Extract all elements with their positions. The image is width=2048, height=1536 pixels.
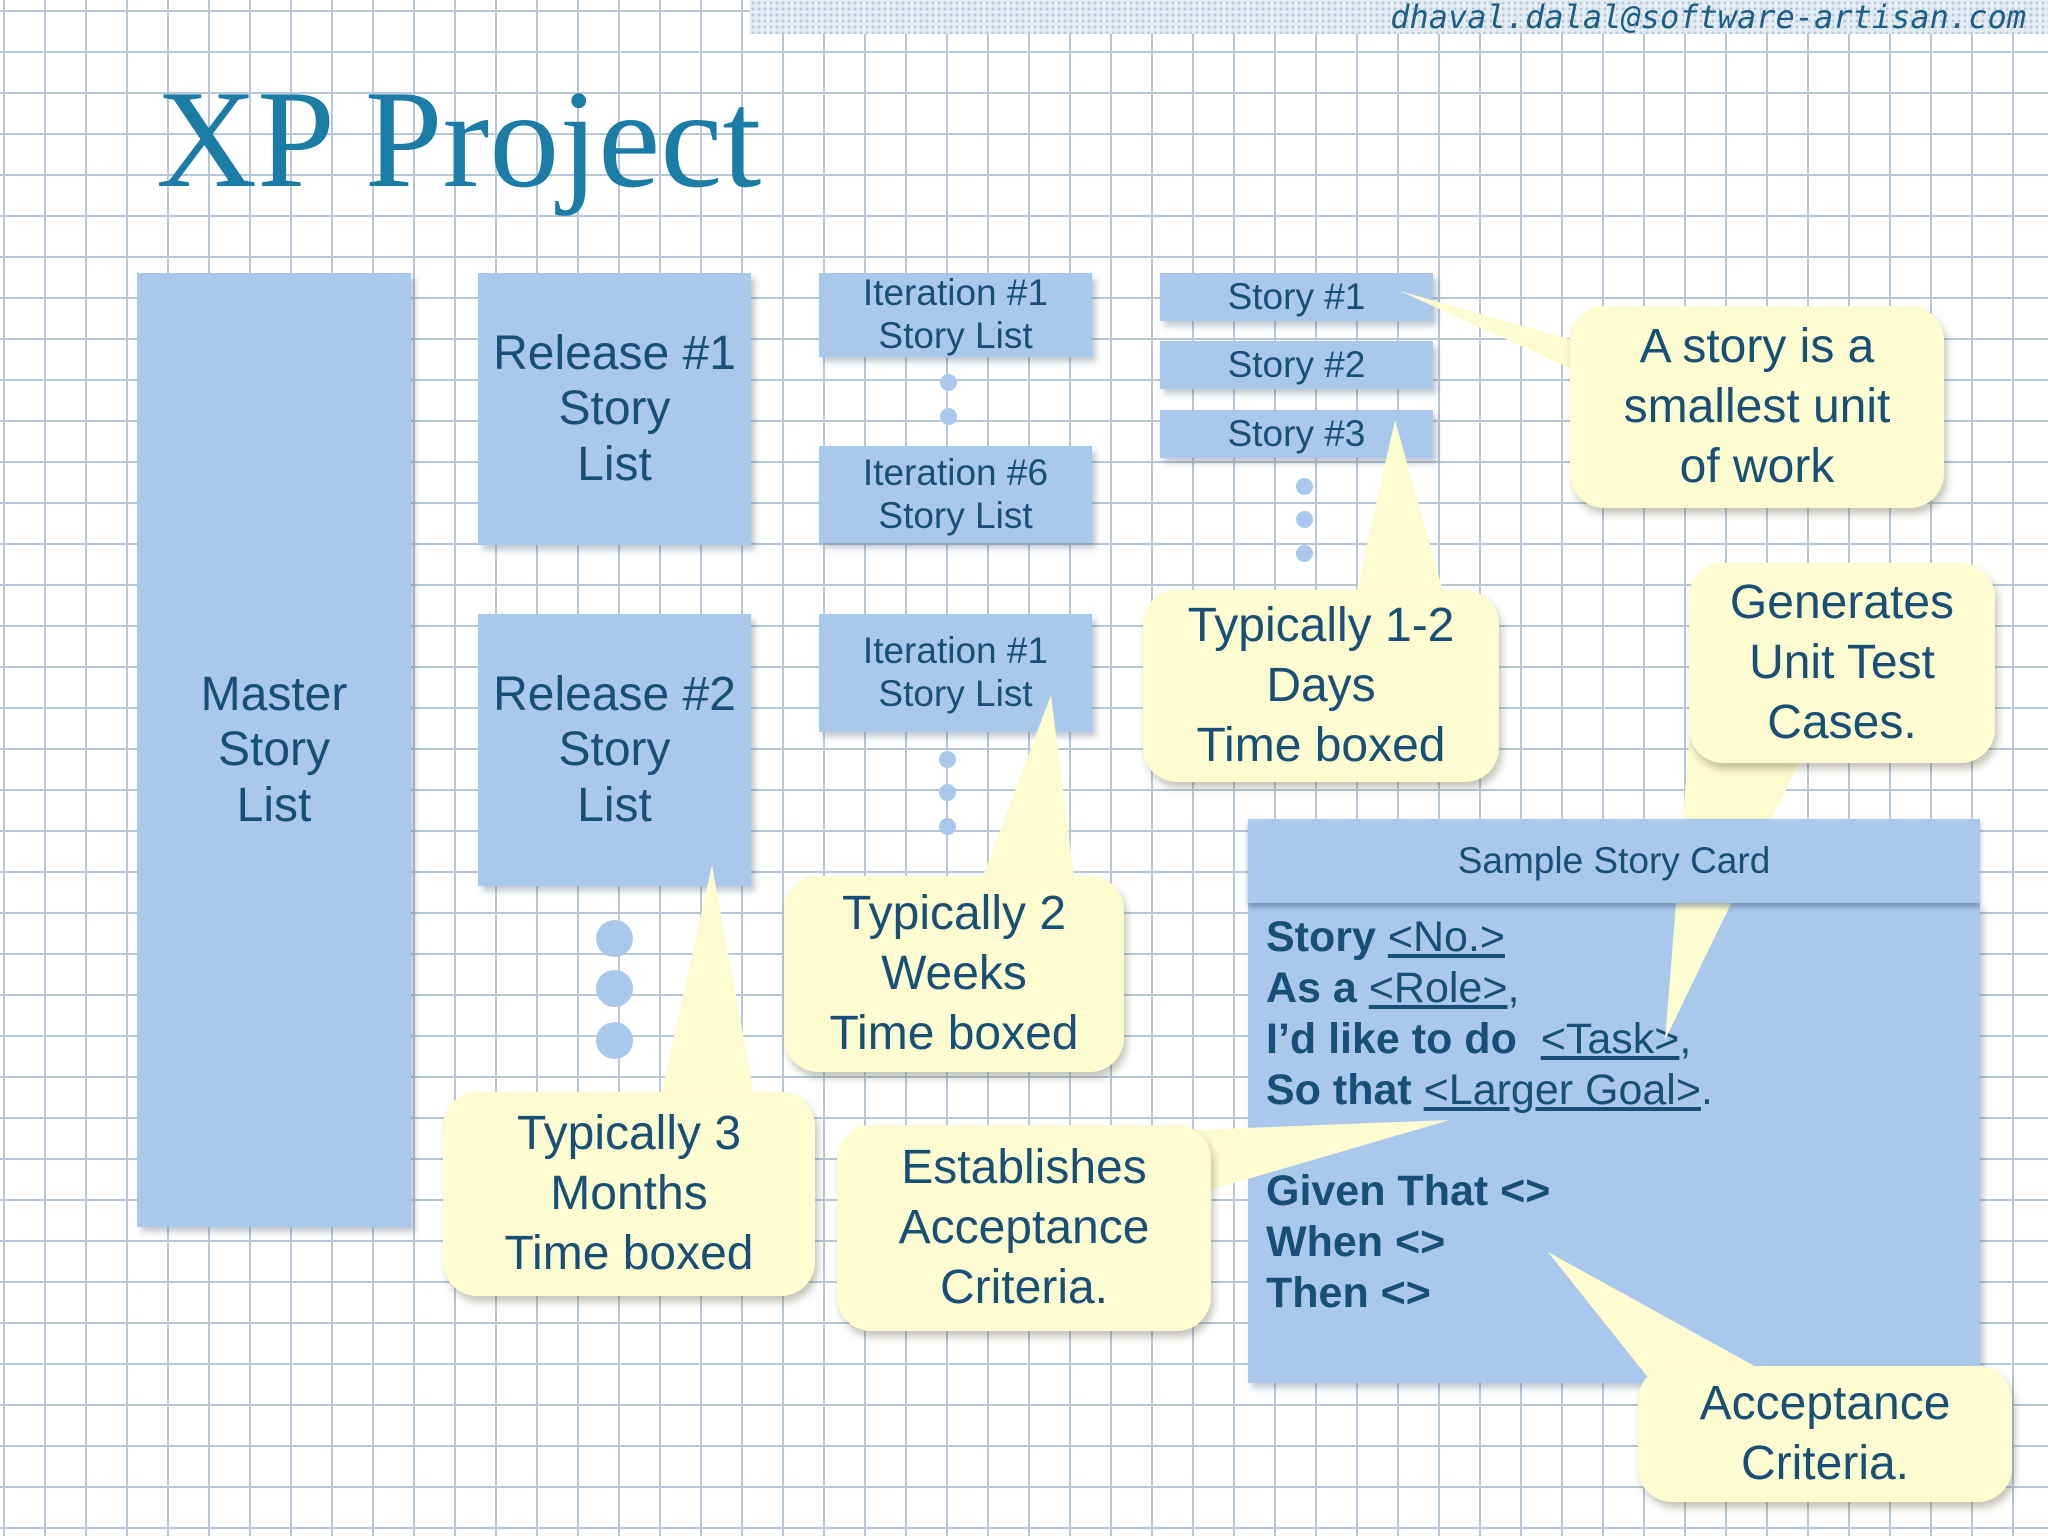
story-3: Story #3	[1160, 410, 1433, 458]
callout-months: Typically 3 Months Time boxed	[443, 1092, 815, 1296]
card-as-a-keyword: As a	[1266, 964, 1357, 1012]
callout-weeks-line-3: Time boxed	[829, 1007, 1079, 1060]
card-when-keyword: When	[1266, 1218, 1384, 1266]
callout-unit-tests-line-2: Unit Test	[1749, 636, 1935, 689]
tail-months	[660, 865, 755, 1100]
release-2-story-list: Release #2 Story List	[478, 614, 751, 886]
card-story-no: <No.>	[1387, 913, 1506, 961]
card-then-keyword: Then	[1266, 1269, 1369, 1317]
callout-months-line-1: Typically 3	[516, 1107, 742, 1160]
iteration-6-line-1: Iteration #6	[862, 451, 1049, 493]
release-1-line-1: Release #1	[493, 327, 736, 381]
card-story-keyword: Story	[1266, 913, 1376, 961]
release-1-line-2: Story	[558, 382, 671, 436]
author-email: dhaval.dalal@software-artisan.com	[1390, 0, 2026, 36]
card-then-line: Then <>	[1266, 1269, 1431, 1318]
release-dot-3	[596, 1022, 633, 1059]
card-role-line: As a <Role>,	[1266, 964, 1519, 1013]
release-dot-1	[596, 920, 633, 957]
story-dot-1	[1296, 478, 1313, 495]
callout-smallest-unit-line-2: smallest unit	[1623, 380, 1891, 433]
callout-months-line-2: Months	[550, 1167, 708, 1220]
release-1-story-list: Release #1 Story List	[478, 273, 751, 545]
callout-acceptance-line-1: Acceptance	[1699, 1377, 1951, 1430]
callout-unit-tests-line-1: Generates	[1729, 576, 1955, 629]
callout-days: Typically 1-2 Days Time boxed	[1143, 590, 1499, 782]
master-line-2: Story	[217, 723, 331, 777]
callout-establishes-line-1: Establishes	[901, 1141, 1147, 1194]
callout-acceptance: Acceptance Criteria.	[1638, 1366, 2012, 1502]
slide-title: XP Project	[156, 62, 762, 217]
iteration-1-story-list: Iteration #1 Story List	[819, 272, 1092, 357]
story-1: Story #1	[1160, 273, 1433, 321]
release-2-line-3: List	[577, 778, 652, 832]
callout-days-line-3: Time boxed	[1196, 719, 1446, 772]
iteration-6-story-list: Iteration #6 Story List	[819, 446, 1092, 543]
callout-days-line-2: Days	[1266, 659, 1376, 712]
card-given-keyword: Given That	[1266, 1167, 1489, 1215]
release-1-line-3: List	[577, 437, 652, 491]
release-2-iteration-dot-2	[939, 784, 956, 801]
tail-weeks	[980, 695, 1075, 884]
master-line-1: Master	[200, 668, 348, 722]
story-1-label: Story #1	[1227, 275, 1366, 317]
release-2-iteration-dot-1	[939, 751, 956, 768]
iteration-6-line-2: Story List	[878, 494, 1033, 536]
card-so-that-keyword: So that	[1266, 1066, 1412, 1114]
story-2: Story #2	[1160, 341, 1433, 389]
tail-days	[1355, 420, 1445, 598]
story-dot-3	[1296, 545, 1313, 562]
release-2-iteration-dot-3	[939, 818, 956, 835]
callout-days-line-1: Typically 1-2	[1187, 599, 1455, 652]
story-3-label: Story #3	[1227, 412, 1366, 454]
card-story-line: Story <No.>	[1266, 913, 1505, 962]
card-task-line: I’d like to do <Task>,	[1266, 1015, 1691, 1064]
story-card-title: Sample Story Card	[1248, 819, 1980, 903]
release-2-iteration-1-line-1: Iteration #1	[862, 630, 1049, 672]
release-2-line-1: Release #2	[493, 668, 736, 722]
callout-smallest-unit: A story is a smallest unit of work	[1570, 306, 1944, 508]
iteration-dot-1	[940, 374, 957, 391]
iteration-dot-2	[940, 408, 957, 425]
callout-smallest-unit-line-3: of work	[1679, 440, 1835, 493]
story-2-label: Story #2	[1227, 343, 1366, 385]
callout-smallest-unit-line-1: A story is a	[1639, 320, 1875, 373]
story-dot-2	[1296, 511, 1313, 528]
callout-establishes-line-3: Criteria.	[939, 1261, 1109, 1314]
tail-establishes	[1195, 1120, 1450, 1190]
master-line-3: List	[236, 778, 312, 832]
card-role: <Role>	[1368, 964, 1508, 1012]
release-2-line-2: Story	[558, 723, 671, 777]
iteration-1-line-1: Iteration #1	[862, 272, 1049, 314]
card-given-line: Given That <>	[1266, 1167, 1550, 1216]
callout-weeks-line-1: Typically 2	[841, 887, 1067, 940]
header-strip: dhaval.dalal@software-artisan.com	[750, 0, 2048, 36]
callout-unit-tests: Generates Unit Test Cases.	[1689, 563, 1995, 763]
callout-weeks: Typically 2 Weeks Time boxed	[784, 876, 1124, 1072]
iteration-1-line-2: Story List	[878, 315, 1033, 356]
card-goal: <Larger Goal>	[1423, 1066, 1701, 1114]
callout-unit-tests-line-3: Cases.	[1767, 696, 1917, 749]
callout-months-line-3: Time boxed	[504, 1227, 754, 1280]
card-then-placeholder: <>	[1380, 1269, 1431, 1317]
card-task-comma: ,	[1679, 1015, 1692, 1063]
tail-acceptance	[1548, 1252, 1780, 1380]
story-card-title-text: Sample Story Card	[1457, 840, 1771, 881]
callout-establishes: Establishes Acceptance Criteria.	[837, 1125, 1211, 1331]
release-2-iteration-1-line-2: Story List	[878, 673, 1033, 714]
callout-weeks-line-2: Weeks	[881, 947, 1027, 1000]
card-role-comma: ,	[1507, 964, 1520, 1012]
card-when-line: When <>	[1266, 1218, 1445, 1267]
callout-establishes-line-2: Acceptance	[898, 1201, 1150, 1254]
release-dot-2	[596, 970, 633, 1007]
card-like-keyword: I’d like to do	[1266, 1015, 1517, 1063]
card-given-placeholder: <>	[1500, 1167, 1551, 1215]
callout-acceptance-line-2: Criteria.	[1740, 1437, 1910, 1490]
master-story-list: Master Story List	[137, 273, 411, 1227]
card-when-placeholder: <>	[1395, 1218, 1446, 1266]
card-goal-line: So that <Larger Goal>.	[1266, 1066, 1713, 1115]
card-goal-period: .	[1700, 1066, 1713, 1114]
card-task: <Task>	[1540, 1015, 1680, 1063]
